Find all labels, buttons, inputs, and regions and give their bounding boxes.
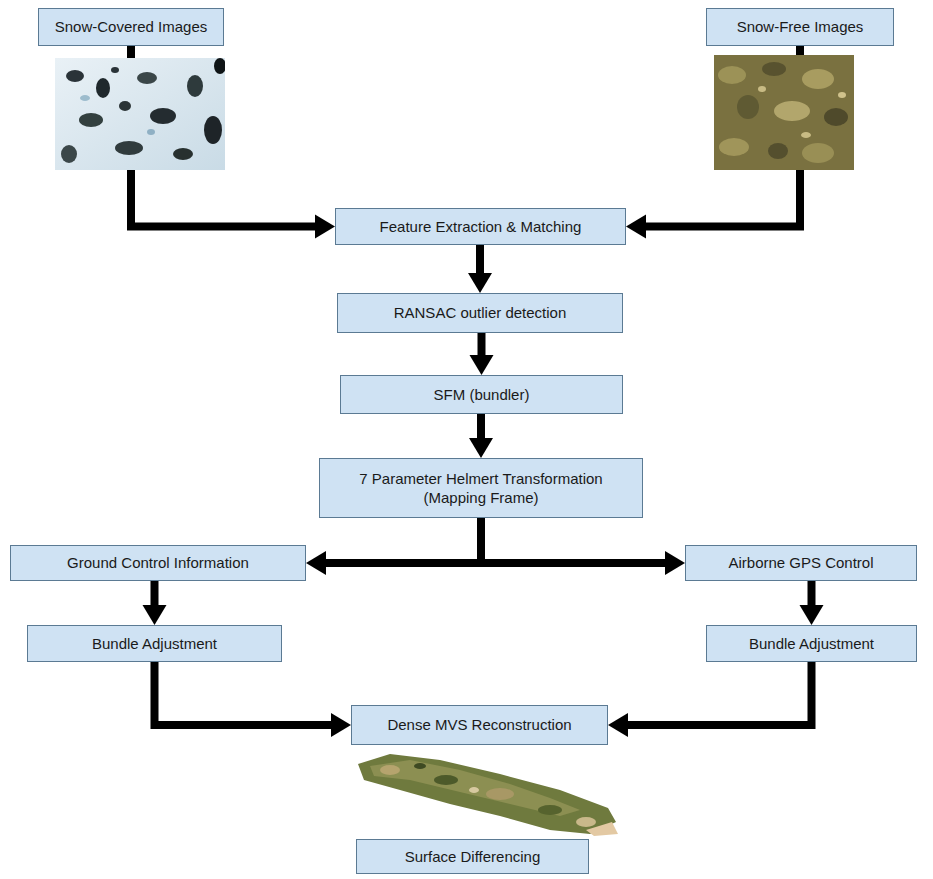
box-label: Feature Extraction & Matching [380,217,582,237]
box-label: RANSAC outlier detection [394,303,567,323]
arrow-shaft [151,581,159,606]
snow-photo [55,58,225,170]
flow-arrow [481,518,685,575]
process-box: 7 Parameter Helmert Transformation (Mapp… [319,458,643,518]
box-label: Airborne GPS Control [728,553,873,573]
flow-arrow [470,333,494,375]
arrow-head [143,605,167,625]
process-box: Ground Control Information [10,545,306,581]
arrow-head [315,215,335,239]
arrow-head [626,215,646,239]
flow-arrow [800,581,824,625]
process-box: Bundle Adjustment [27,625,282,662]
snow-free-photo [714,55,854,170]
arrow-shaft [155,662,333,725]
process-box: SFM (bundler) [340,375,623,414]
arrow-head [665,551,685,575]
process-box: Bundle Adjustment [706,625,917,662]
arrow-shaft [325,518,481,563]
box-label: Surface Differencing [405,847,541,867]
flow-arrow [469,414,493,458]
process-box: RANSAC outlier detection [337,293,623,333]
box-label: Bundle Adjustment [749,634,874,654]
box-label: Bundle Adjustment [92,634,217,654]
flow-arrow [468,245,492,293]
arrow-shaft [476,245,484,274]
flow-arrow [306,518,481,575]
arrow-shaft [477,414,485,439]
process-box: Snow-Free Images [706,8,894,46]
arrow-shaft [481,518,666,563]
box-label: Ground Control Information [67,553,249,573]
process-box: Airborne GPS Control [685,545,917,581]
process-box: Snow-Covered Images [38,8,224,46]
arrow-head [608,713,628,737]
box-label: Snow-Free Images [737,17,864,37]
arrow-head [469,438,493,458]
arrow-shaft [808,581,816,606]
arrow-shaft [627,662,812,725]
arrow-head [468,273,492,293]
process-box: Dense MVS Reconstruction [351,705,608,745]
arrow-head [331,713,351,737]
flow-arrow [143,581,167,625]
flow-arrow [155,662,352,737]
box-label: 7 Parameter Helmert Transformation (Mapp… [350,469,612,508]
process-box: Surface Differencing [356,839,589,874]
point-cloud-render [350,750,625,838]
box-label: SFM (bundler) [434,385,530,405]
arrow-head [470,355,494,375]
arrow-head [306,551,326,575]
flow-arrow [608,662,812,737]
box-label: Snow-Covered Images [55,17,208,37]
arrow-shaft [478,333,486,356]
box-label: Dense MVS Reconstruction [387,715,571,735]
arrow-head [800,605,824,625]
process-box: Feature Extraction & Matching [335,208,626,245]
